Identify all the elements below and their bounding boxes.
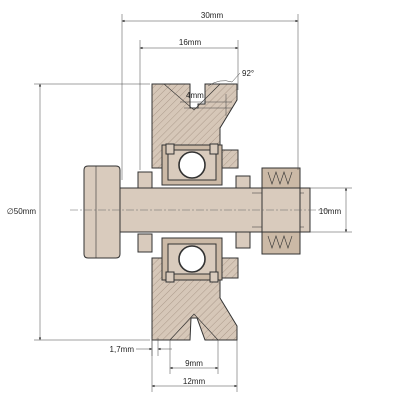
bolt-head [83, 165, 121, 259]
dim-outer-diameter: ∅50mm [7, 83, 150, 341]
dim-groove-depth-label: 4mm [186, 91, 204, 100]
dim-flat-offset: 1,7mm [110, 338, 172, 356]
dim-outer-diameter-label: ∅50mm [7, 207, 37, 216]
dim-overall-width: 30mm [121, 11, 299, 180]
dim-wheel-width-label: 12mm [183, 377, 206, 386]
dim-bore: 10mm [310, 187, 352, 233]
dim-groove-bottom-label: 9mm [185, 359, 203, 368]
dim-overall-width-label: 30mm [201, 11, 224, 20]
dim-groove-angle-label: 92° [242, 69, 254, 78]
dim-groove-top-label: 16mm [179, 38, 202, 47]
dim-bore-label: 10mm [319, 207, 342, 216]
nut [261, 167, 301, 255]
dim-groove-angle: 92° [207, 69, 254, 87]
v-groove [163, 83, 221, 341]
dim-wheel-width: 12mm [151, 340, 238, 392]
dim-flat-offset-label: 1,7mm [110, 345, 135, 354]
dim-groove-top: 16mm [139, 38, 239, 170]
bearing-ball-lower [178, 245, 206, 273]
bearing-upper [161, 143, 223, 186]
dim-groove-bottom: 9mm [169, 340, 219, 374]
dim-groove-depth: 4mm [180, 91, 232, 116]
bearing-lower [161, 237, 223, 283]
bearing-ball-upper [178, 151, 206, 179]
